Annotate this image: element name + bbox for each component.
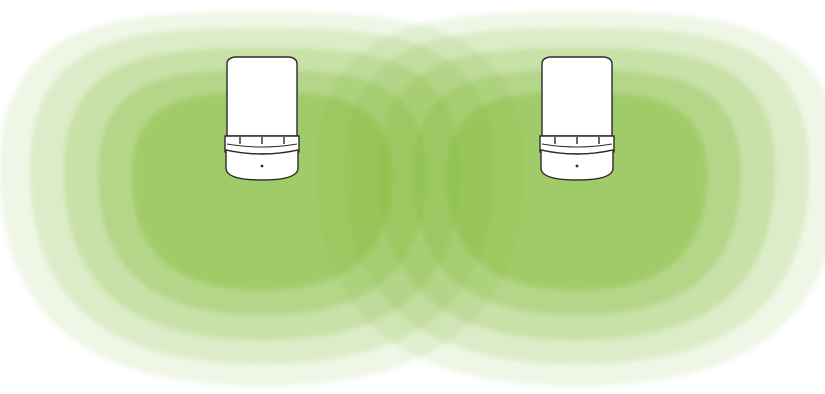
lens-rim <box>540 149 614 155</box>
ceiling-sensor-icon <box>224 56 300 181</box>
coverage-areas <box>0 12 825 386</box>
sensor-body <box>541 56 613 137</box>
sensor-body <box>226 56 298 137</box>
coverage-ring <box>447 92 707 290</box>
coverage-area-2 <box>315 12 825 386</box>
lens-center-dot <box>575 164 579 168</box>
lens-rim <box>225 149 299 155</box>
collar-line <box>541 143 613 148</box>
ceiling-sensor-icon <box>539 56 615 181</box>
lens-center-dot <box>260 164 264 168</box>
collar-line <box>226 143 298 148</box>
devices <box>224 56 615 181</box>
